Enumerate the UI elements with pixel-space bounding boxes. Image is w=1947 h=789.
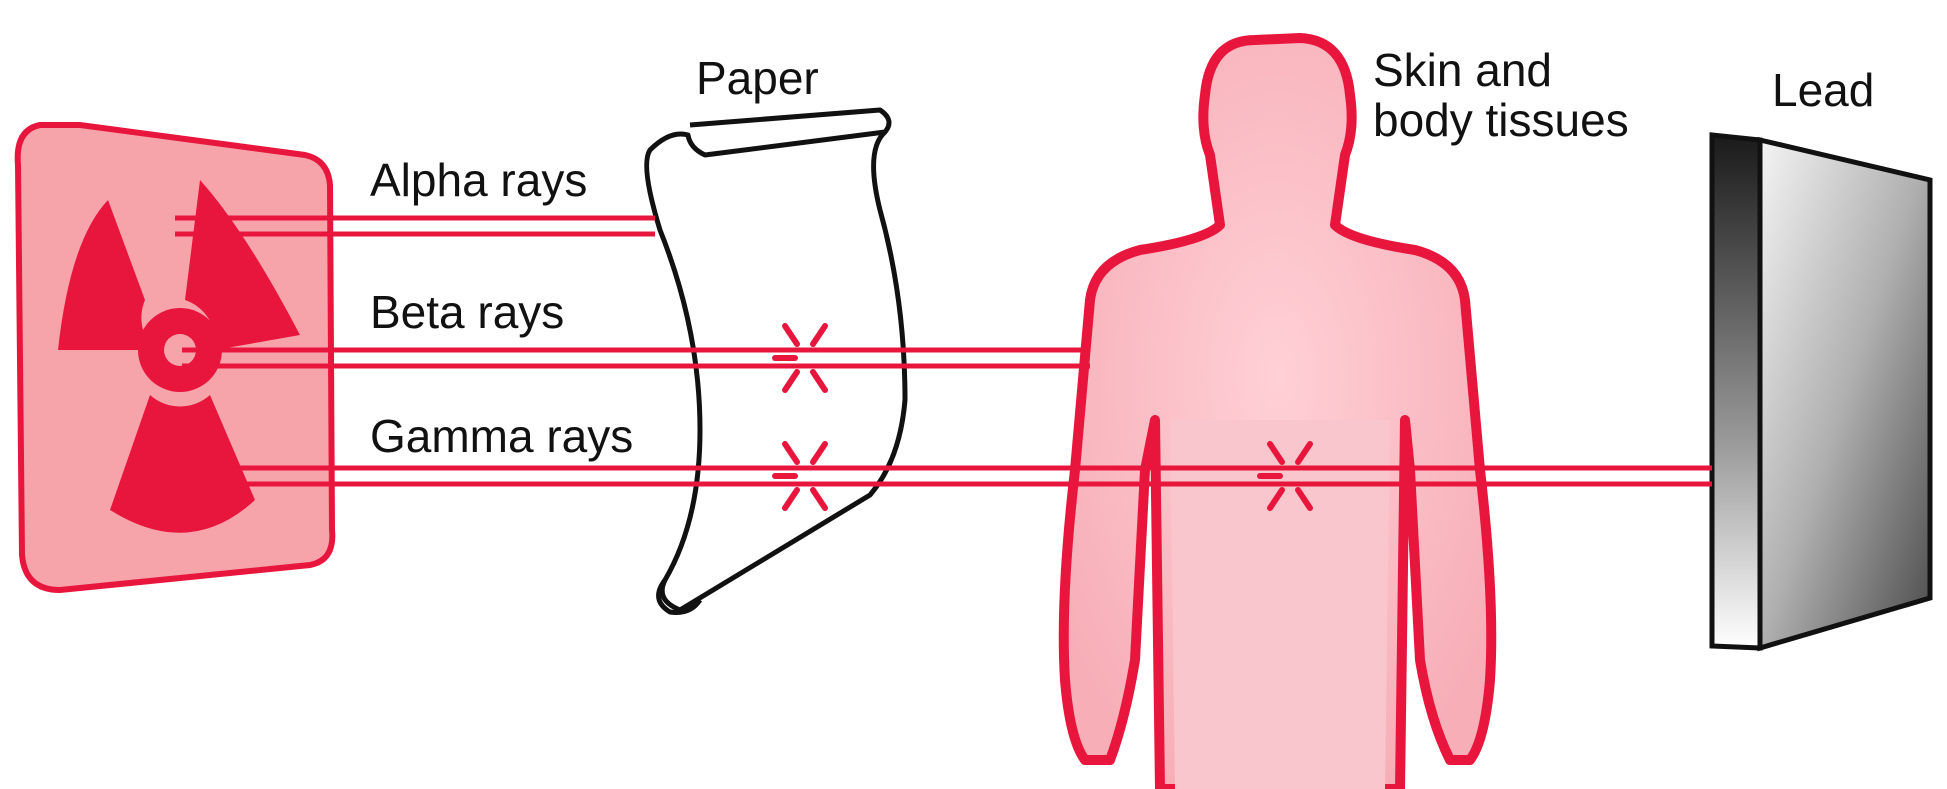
lead-front-face bbox=[1760, 140, 1930, 648]
skin-label-line1: Skin and bbox=[1373, 44, 1552, 96]
gamma-rays-label: Gamma rays bbox=[370, 410, 633, 462]
lead-label: Lead bbox=[1772, 64, 1874, 116]
radioactive-source bbox=[18, 125, 333, 590]
lead-side-face bbox=[1712, 135, 1760, 648]
alpha-rays-label: Alpha rays bbox=[370, 154, 587, 206]
paper-label: Paper bbox=[696, 52, 819, 104]
lead-block bbox=[1712, 135, 1930, 648]
human-body bbox=[1064, 38, 1492, 789]
skin-label-line2: body tissues bbox=[1373, 94, 1629, 146]
paper-sheet bbox=[647, 110, 905, 613]
beta-rays-label: Beta rays bbox=[370, 286, 564, 338]
